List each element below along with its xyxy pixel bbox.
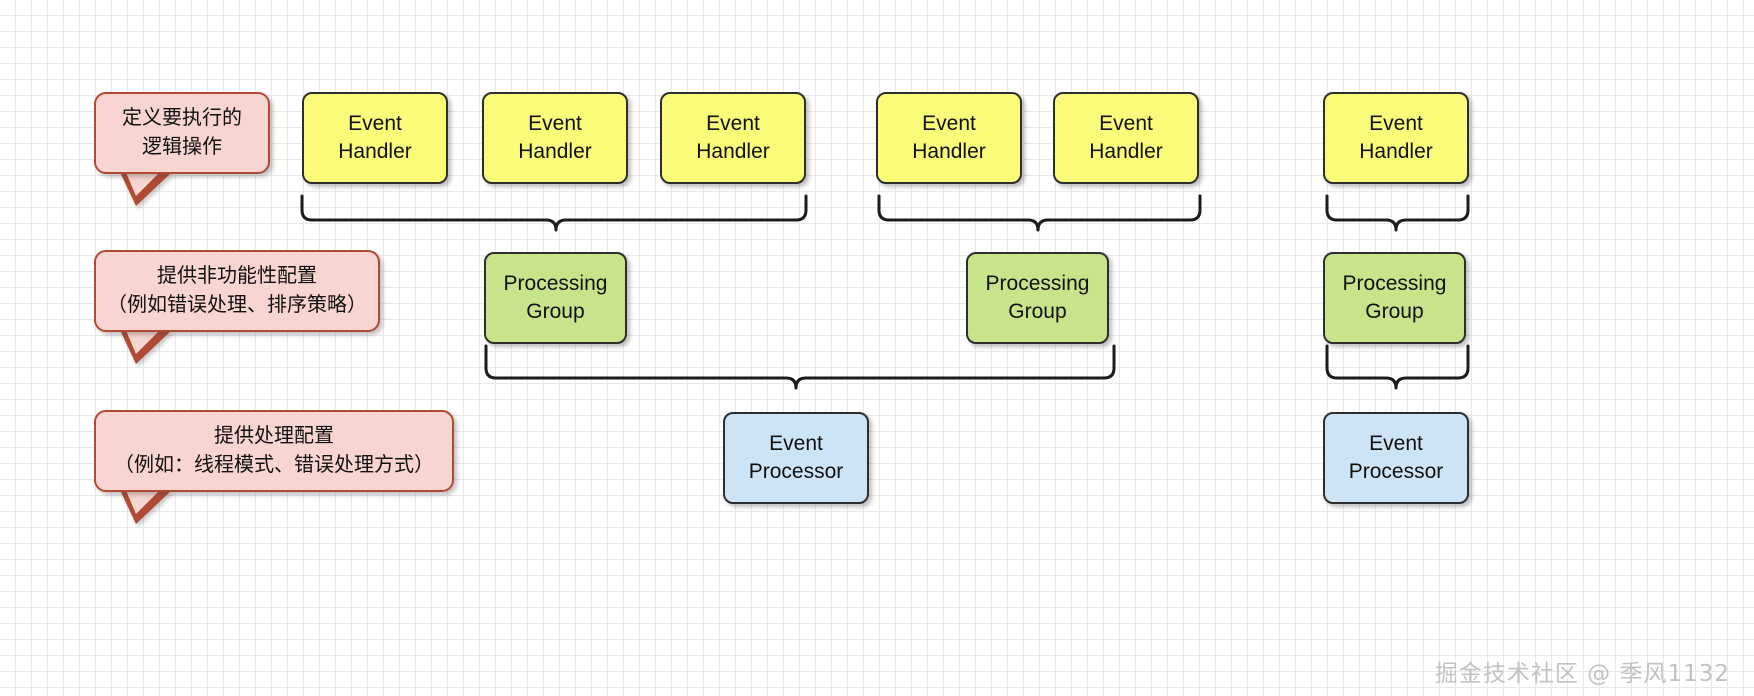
event-handler-box-3: Event Handler	[660, 92, 806, 184]
callout-nonfunctional: 提供非功能性配置 （例如错误处理、排序策略）	[94, 250, 380, 332]
brace-handlers-group-2	[877, 194, 1202, 232]
callout-processing-tail	[120, 488, 172, 524]
brace-groups-processor-2	[1325, 344, 1470, 390]
callout-nonfunctional-tail	[120, 328, 172, 364]
processing-group-box-1: Processing Group	[484, 252, 627, 344]
callout-logic-tail	[120, 170, 172, 206]
event-processor-box-1: Event Processor	[723, 412, 869, 504]
event-handler-box-4: Event Handler	[876, 92, 1022, 184]
event-handler-box-5: Event Handler	[1053, 92, 1199, 184]
watermark: 掘金技术社区 @ 季风1132	[1434, 661, 1730, 687]
event-handler-box-1: Event Handler	[302, 92, 448, 184]
processing-group-box-2: Processing Group	[966, 252, 1109, 344]
brace-groups-processor-1	[484, 344, 1116, 390]
processing-group-box-3: Processing Group	[1323, 252, 1466, 344]
brace-handlers-group-1	[300, 194, 808, 232]
callout-logic: 定义要执行的 逻辑操作	[94, 92, 270, 174]
callout-processing: 提供处理配置 （例如：线程模式、错误处理方式）	[94, 410, 454, 492]
event-handler-box-6: Event Handler	[1323, 92, 1469, 184]
event-processor-box-2: Event Processor	[1323, 412, 1469, 504]
event-handler-box-2: Event Handler	[482, 92, 628, 184]
brace-handlers-group-3	[1325, 194, 1470, 232]
